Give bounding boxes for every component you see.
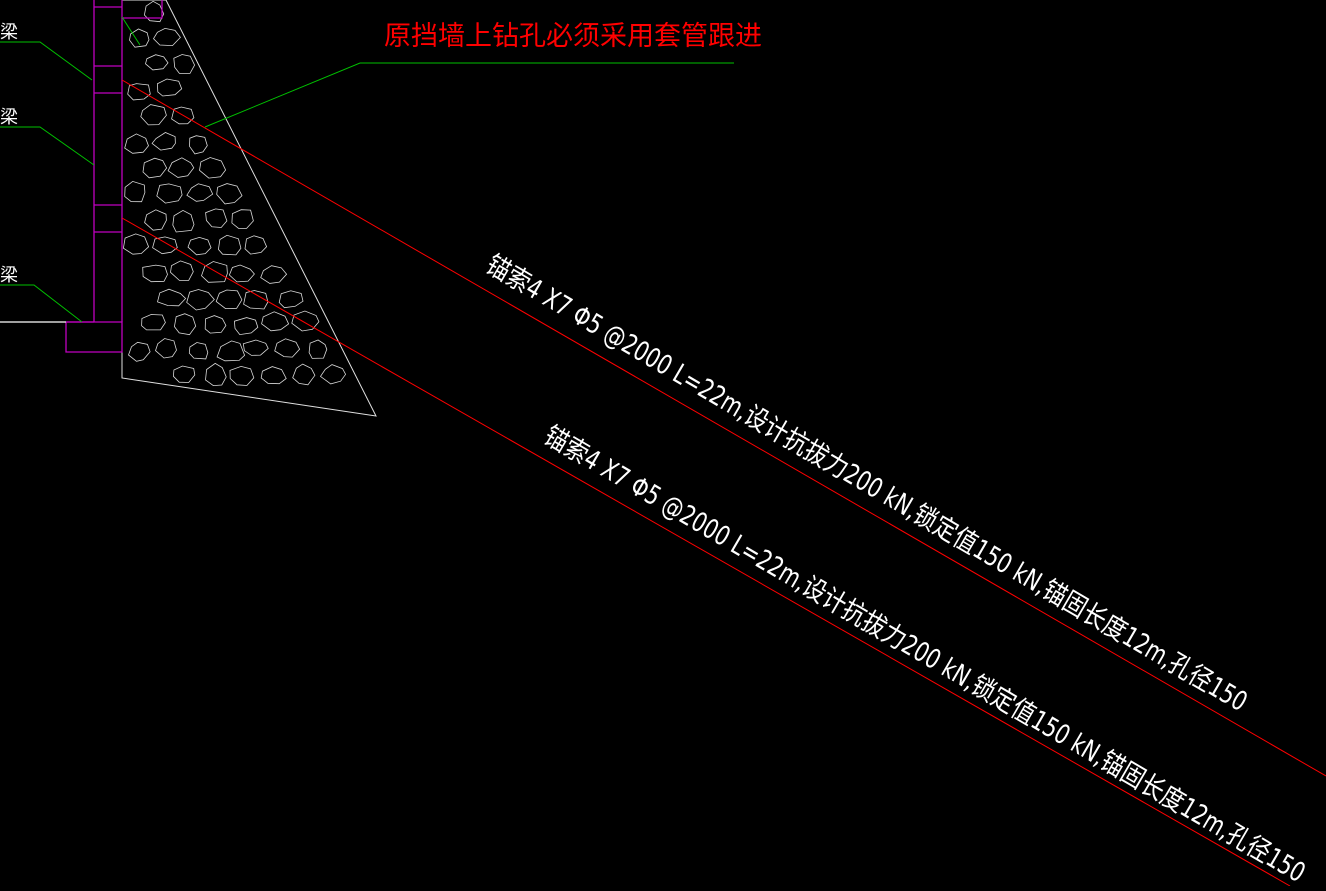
- stone: [291, 310, 320, 332]
- stone: [201, 261, 228, 283]
- stone: [217, 234, 242, 256]
- stone: [260, 366, 287, 385]
- anchor-1-label: 锚索4 X7 Φ5 @2000 L=22m,设计抗拔力200 kN,锁定值150…: [480, 249, 1252, 718]
- stone: [170, 260, 194, 281]
- beam-1-label: 梁: [0, 22, 18, 43]
- stone: [188, 342, 209, 360]
- beam-2-label: 梁: [0, 107, 18, 128]
- stone: [205, 208, 228, 228]
- stone: [274, 338, 301, 358]
- stone: [260, 265, 288, 284]
- retaining-wall: [121, 0, 377, 417]
- stone-fill-pattern: [122, 0, 347, 387]
- stone: [292, 363, 316, 386]
- stone: [129, 28, 150, 48]
- stone: [308, 339, 328, 359]
- anchor-line-1: [121, 79, 1326, 777]
- stone: [145, 54, 169, 71]
- stone: [244, 235, 268, 255]
- anchor-2-label: 锚索4 X7 Φ5 @2000 L=22m,设计抗拔力200 kN,锁定值150…: [538, 420, 1310, 886]
- stone: [173, 313, 197, 336]
- stone: [141, 314, 166, 331]
- anchor-line-2: [121, 217, 1291, 887]
- stone: [124, 180, 146, 203]
- stone: [187, 236, 212, 256]
- stone: [199, 157, 227, 179]
- stone: [151, 132, 176, 151]
- casing-note-text: 原挡墙上钻孔必须采用套管跟进: [384, 21, 762, 52]
- beam-2-leader: [0, 126, 95, 166]
- stone: [140, 104, 167, 126]
- stone: [173, 54, 196, 74]
- stone: [205, 362, 227, 387]
- stone: [143, 0, 165, 23]
- stone: [204, 315, 227, 334]
- beam-1-leader: [0, 41, 93, 81]
- footing: [65, 321, 123, 353]
- stone: [261, 311, 290, 332]
- stone: [189, 135, 208, 155]
- stone: [186, 289, 215, 311]
- stone: [144, 209, 167, 231]
- stone: [167, 157, 195, 178]
- stone: [216, 183, 243, 205]
- stone: [215, 289, 243, 310]
- stone: [124, 133, 149, 154]
- beam-3-label: 梁: [0, 265, 18, 286]
- stone: [233, 317, 259, 336]
- stone: [229, 365, 255, 386]
- stone: [172, 209, 195, 233]
- casing-note: 原挡墙上钻孔必须采用套管跟进: [204, 21, 762, 128]
- casing-note-leader: [204, 62, 734, 128]
- stone: [152, 27, 181, 47]
- stone: [228, 264, 255, 283]
- stone: [186, 183, 214, 202]
- stone: [278, 290, 304, 309]
- stone: [142, 264, 168, 283]
- top-leader: [121, 16, 141, 46]
- stone: [128, 341, 151, 362]
- anchor-cables: [121, 79, 1326, 887]
- stone: [216, 340, 246, 362]
- stone: [156, 183, 183, 204]
- stone: [172, 365, 196, 383]
- stone: [242, 339, 269, 356]
- stone: [243, 290, 269, 310]
- stone: [157, 288, 187, 307]
- stone: [142, 157, 168, 179]
- top-block: [122, 0, 163, 19]
- stone: [319, 364, 347, 385]
- stone: [231, 209, 254, 229]
- stone: [127, 83, 151, 101]
- beam-leaders: [0, 16, 141, 323]
- stone: [156, 78, 183, 97]
- existing-wall-strip: [65, 0, 163, 353]
- stone: [152, 236, 178, 255]
- stone: [155, 338, 177, 359]
- stone: [171, 106, 195, 125]
- beam-3-leader: [0, 284, 83, 323]
- stone: [122, 233, 150, 255]
